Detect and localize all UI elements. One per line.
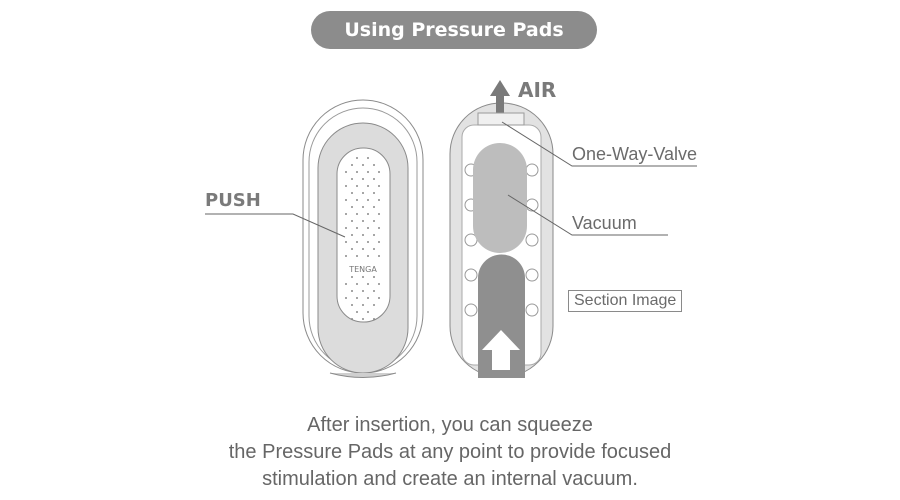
pad-dot bbox=[345, 171, 347, 173]
tenga-logo: TENGA bbox=[348, 265, 377, 274]
pad-dot bbox=[362, 276, 364, 278]
pad-dot bbox=[367, 213, 369, 215]
vacuum-label: Vacuum bbox=[572, 213, 637, 233]
pad-dot bbox=[351, 206, 353, 208]
pad-dot bbox=[373, 234, 375, 236]
pad-dot bbox=[378, 297, 380, 299]
pad-dot bbox=[356, 185, 358, 187]
pad-dot bbox=[367, 297, 369, 299]
pad-dot bbox=[367, 171, 369, 173]
pad-dot bbox=[373, 248, 375, 250]
pad-dot bbox=[345, 255, 347, 257]
section-title: Using Pressure Pads bbox=[311, 11, 597, 49]
vacuum-area bbox=[473, 143, 527, 253]
pad-dot bbox=[373, 290, 375, 292]
pad-dot bbox=[356, 311, 358, 313]
pad-dot bbox=[367, 185, 369, 187]
caption-line: stimulation and create an internal vacuu… bbox=[262, 468, 638, 490]
pad-dot bbox=[373, 220, 375, 222]
pad-dot bbox=[345, 199, 347, 201]
air-arrow-icon bbox=[490, 80, 510, 118]
pad-dot bbox=[345, 227, 347, 229]
pad-dot bbox=[367, 255, 369, 257]
pad-dot bbox=[367, 311, 369, 313]
device-section-view bbox=[449, 80, 554, 378]
pad-dot bbox=[351, 304, 353, 306]
pad-dot bbox=[356, 227, 358, 229]
push-arrow-icon bbox=[482, 330, 520, 370]
pad-dot bbox=[345, 283, 347, 285]
pad-dots bbox=[345, 157, 380, 320]
pad-dot bbox=[378, 283, 380, 285]
pad-dot bbox=[356, 199, 358, 201]
pad-dot bbox=[362, 220, 364, 222]
pad-dot bbox=[351, 178, 353, 180]
pad-dot bbox=[362, 248, 364, 250]
pad-dot bbox=[367, 227, 369, 229]
air-label: AIR bbox=[518, 78, 557, 102]
pad-dot bbox=[367, 241, 369, 243]
caption-line: After insertion, you can squeeze bbox=[307, 414, 593, 436]
pad-dot bbox=[351, 234, 353, 236]
pad-dot bbox=[351, 192, 353, 194]
pad-dot bbox=[373, 192, 375, 194]
pad-dot bbox=[373, 206, 375, 208]
pad-dot bbox=[373, 304, 375, 306]
pad-dot bbox=[378, 185, 380, 187]
pad-dot bbox=[378, 255, 380, 257]
pad-dot bbox=[345, 297, 347, 299]
pad-dot bbox=[362, 304, 364, 306]
pad-dot bbox=[356, 241, 358, 243]
pad-dot bbox=[373, 164, 375, 166]
pad-dot bbox=[362, 206, 364, 208]
valve-label: One-Way-Valve bbox=[572, 144, 698, 164]
pad-dot bbox=[373, 318, 375, 320]
pad-dot bbox=[362, 164, 364, 166]
pad-dot bbox=[367, 283, 369, 285]
pad-dot bbox=[378, 241, 380, 243]
pad-dot bbox=[356, 283, 358, 285]
caption-line: the Pressure Pads at any point to provid… bbox=[228, 441, 672, 463]
leader-lines bbox=[205, 121, 697, 238]
pad-dot bbox=[362, 318, 364, 320]
pad-dot bbox=[356, 255, 358, 257]
pad-dot bbox=[373, 276, 375, 278]
pad-dot bbox=[345, 185, 347, 187]
pad-dot bbox=[356, 297, 358, 299]
pad-dot bbox=[351, 164, 353, 166]
pad-dot bbox=[362, 192, 364, 194]
pad-dot bbox=[345, 241, 347, 243]
pad-dot bbox=[378, 199, 380, 201]
pad-dot bbox=[378, 213, 380, 215]
pad-dot bbox=[351, 318, 353, 320]
pad-dot bbox=[378, 171, 380, 173]
pad-dot bbox=[351, 290, 353, 292]
push-label: PUSH bbox=[205, 190, 261, 211]
pad-dot bbox=[367, 157, 369, 159]
pad-dot bbox=[356, 171, 358, 173]
section-image-label: Section Image bbox=[568, 290, 683, 312]
pad-dot bbox=[351, 220, 353, 222]
device-front-view: TENGA bbox=[302, 99, 424, 378]
pad-dot bbox=[373, 178, 375, 180]
pad-dot bbox=[362, 234, 364, 236]
pad-dot bbox=[367, 199, 369, 201]
pad-dot bbox=[356, 157, 358, 159]
pad-dot bbox=[362, 290, 364, 292]
pad-dot bbox=[351, 276, 353, 278]
pad-dot bbox=[362, 178, 364, 180]
pad-dot bbox=[356, 213, 358, 215]
pad-dot bbox=[351, 248, 353, 250]
pad-dot bbox=[378, 227, 380, 229]
caption: After insertion, you can squeeze the Pre… bbox=[0, 412, 900, 493]
pad-dot bbox=[345, 213, 347, 215]
